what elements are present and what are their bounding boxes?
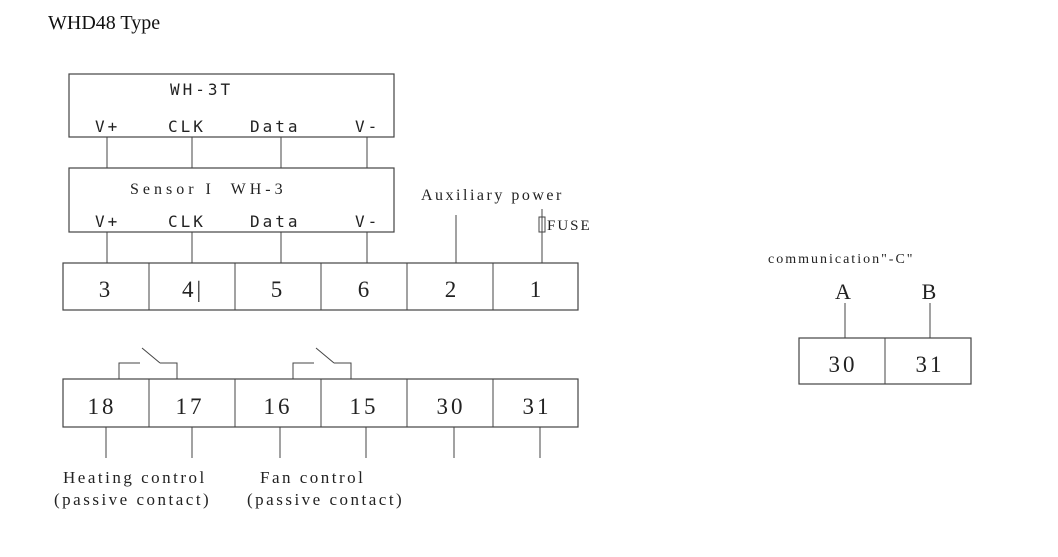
fuse-label: FUSE — [547, 218, 592, 234]
sensor-label: Sensor I WH-3 — [130, 181, 287, 198]
comm-terminal-30: 30 — [829, 352, 858, 377]
fan-passive-label: (passive contact) — [247, 490, 404, 509]
wh3t-sensor-wires — [106, 137, 368, 168]
terminal-31: 31 — [523, 394, 552, 419]
sensor-terminal-wires — [106, 232, 368, 263]
top-terminal-block: 3 4| 5 6 2 1 — [62, 262, 579, 311]
fan-relay-switch-icon — [292, 347, 352, 379]
communication-block: communication"-C" A B 30 31 — [768, 252, 972, 385]
terminal-17: 17 — [176, 394, 205, 419]
bottom-wires — [105, 427, 541, 458]
terminal-3: 3 — [99, 277, 114, 302]
terminal-15: 15 — [350, 394, 379, 419]
wh3t-pin-vplus: V+ — [95, 117, 120, 136]
heating-relay-switch-icon — [118, 347, 178, 379]
bottom-terminal-block: 18 17 16 15 30 31 — [62, 378, 579, 428]
communication-label: communication"-C" — [768, 252, 915, 267]
wh3t-pin-vminus: V- — [355, 117, 380, 136]
terminal-16: 16 — [264, 394, 293, 419]
aux-power-label: Auxiliary power — [421, 187, 564, 204]
terminal-5: 5 — [271, 277, 286, 302]
comm-a-label: A — [835, 279, 851, 304]
heating-control-label: Heating control — [63, 468, 207, 487]
terminal-2: 2 — [445, 277, 460, 302]
comm-b-label: B — [922, 279, 937, 304]
comm-terminal-31: 31 — [916, 352, 945, 377]
terminal-1: 1 — [530, 277, 545, 302]
terminal-6: 6 — [358, 277, 373, 302]
sensor-pin-clk: CLK — [168, 212, 206, 231]
sensor-pin-vplus: V+ — [95, 212, 120, 231]
fuse-icon — [538, 216, 546, 233]
wh3t-label: WH-3T — [170, 80, 233, 99]
wh3t-module: WH-3T V+ CLK Data V- — [68, 73, 395, 138]
terminal-30: 30 — [437, 394, 466, 419]
terminal-4: 4| — [182, 277, 204, 302]
sensor-module: Sensor I WH-3 V+ CLK Data V- — [68, 167, 395, 233]
fan-control-label: Fan control — [260, 468, 365, 487]
heating-passive-label: (passive contact) — [54, 490, 211, 509]
wh3t-pin-data: Data — [250, 117, 301, 136]
page-title: WHD48 Type — [48, 12, 161, 34]
wh3t-pin-clk: CLK — [168, 117, 206, 136]
sensor-pin-data: Data — [250, 212, 301, 231]
sensor-pin-vminus: V- — [355, 212, 380, 231]
terminal-18: 18 — [88, 394, 117, 419]
